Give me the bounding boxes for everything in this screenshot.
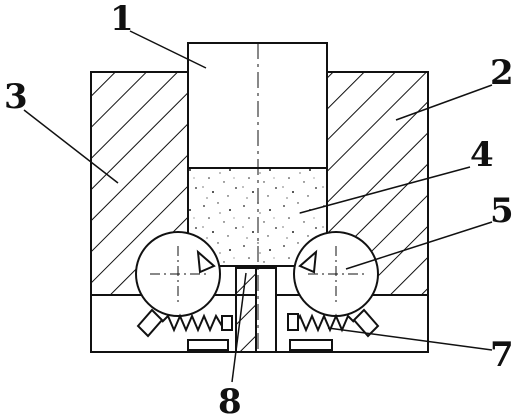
right-spring-assembly bbox=[287, 308, 380, 351]
leader-7 bbox=[327, 327, 493, 351]
leader-8 bbox=[231, 272, 247, 383]
leader-4 bbox=[299, 166, 471, 214]
callout-labels: 1 2 3 4 5 7 8 bbox=[4, 0, 514, 416]
leader-3 bbox=[23, 109, 119, 184]
leader-5 bbox=[345, 221, 493, 270]
leader-2 bbox=[395, 84, 493, 121]
callout-4: 4 bbox=[470, 135, 494, 175]
right-roller bbox=[293, 231, 379, 317]
callout-5: 5 bbox=[490, 191, 514, 231]
leader-1 bbox=[129, 30, 207, 69]
central-post bbox=[235, 267, 277, 353]
callout-1: 1 bbox=[110, 0, 134, 39]
leader-lines bbox=[23, 30, 493, 383]
callout-2: 2 bbox=[490, 53, 514, 93]
callout-7: 7 bbox=[490, 335, 514, 375]
callout-8: 8 bbox=[218, 382, 242, 416]
left-spring-assembly bbox=[136, 308, 233, 351]
left-roller bbox=[135, 231, 221, 317]
callout-3: 3 bbox=[4, 77, 28, 117]
